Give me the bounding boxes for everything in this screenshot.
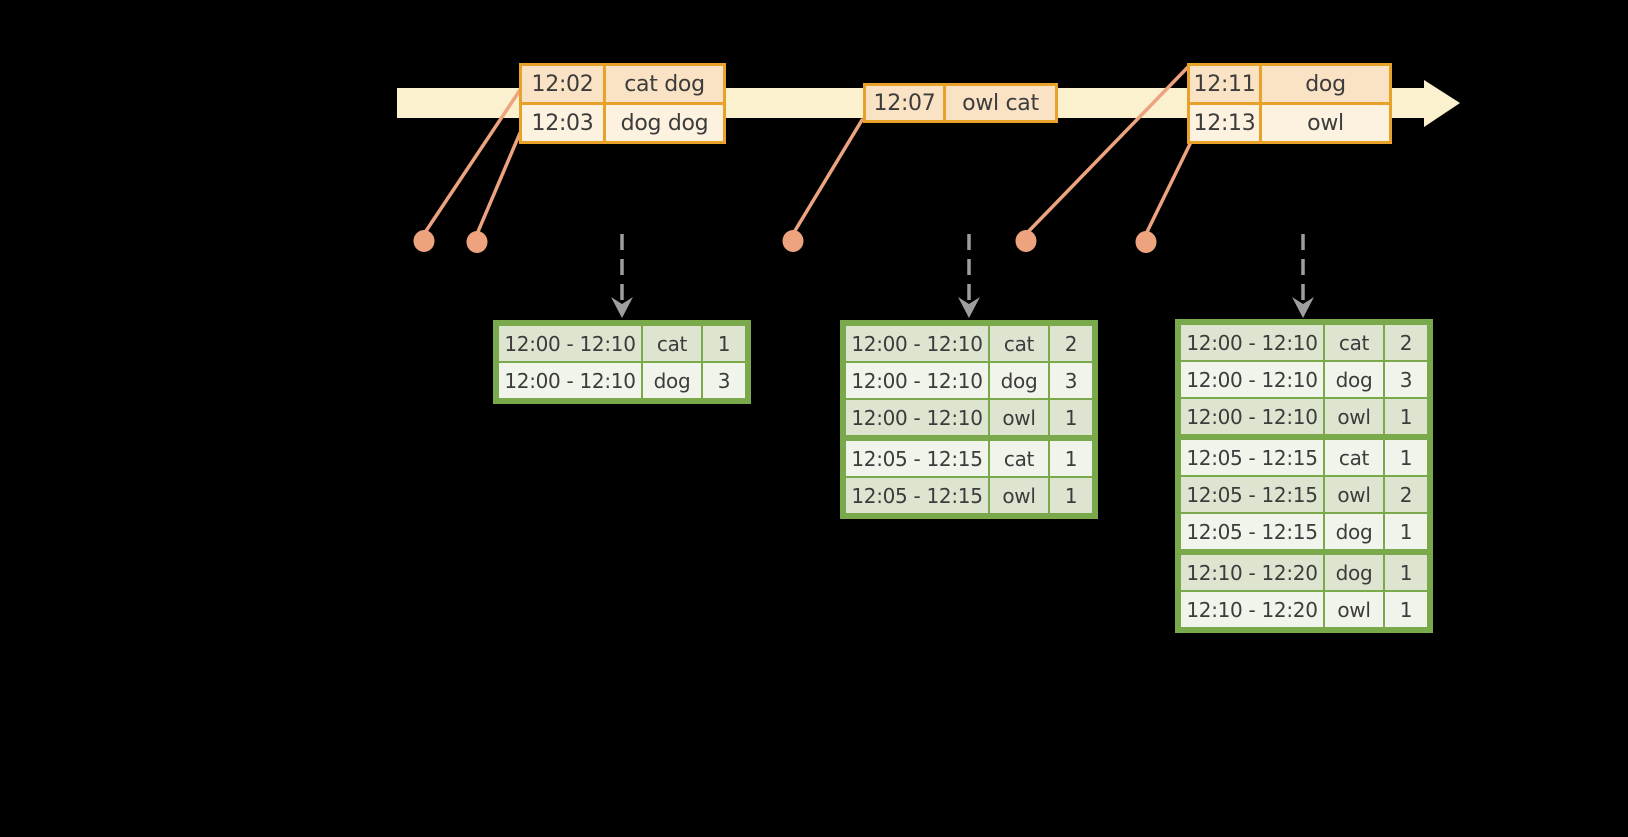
window-cell: 12:00 - 12:10 <box>499 326 641 361</box>
event-words-cell: owl cat <box>946 86 1055 120</box>
count-cell: 1 <box>1383 592 1427 627</box>
timeline-arrowhead-icon <box>1424 80 1460 127</box>
trigger-arrowhead-icon-2 <box>958 297 980 318</box>
window-cell: 12:00 - 12:10 <box>846 400 988 435</box>
window-cell: 12:00 - 12:10 <box>846 326 988 361</box>
event-dot-1202 <box>413 230 435 252</box>
word-cell: owl <box>1323 592 1383 627</box>
event-words-cell: dog dog <box>606 105 723 141</box>
event-dots <box>413 230 1157 253</box>
event-time-cell: 12:11 <box>1190 66 1262 102</box>
count-cell: 3 <box>1383 362 1427 397</box>
trigger-arrowhead-icon-3 <box>1292 297 1314 318</box>
word-cell: cat <box>988 441 1048 476</box>
connector-line-1211 <box>1024 65 1190 236</box>
word-cell: cat <box>1323 440 1383 475</box>
count-cell: 1 <box>1383 514 1427 549</box>
count-cell: 1 <box>1383 555 1427 590</box>
word-cell: owl <box>1323 399 1383 434</box>
count-cell: 1 <box>701 326 745 361</box>
count-cell: 1 <box>1048 400 1092 435</box>
count-cell: 2 <box>1048 326 1092 361</box>
word-cell: owl <box>988 478 1048 513</box>
word-cell: cat <box>641 326 701 361</box>
window-cell: 12:00 - 12:10 <box>1181 362 1323 397</box>
event-words-cell: owl <box>1262 105 1389 141</box>
word-cell: dog <box>1323 555 1383 590</box>
window-cell: 12:00 - 12:10 <box>1181 325 1323 360</box>
word-cell: dog <box>988 363 1048 398</box>
window-cell: 12:00 - 12:10 <box>1181 399 1323 434</box>
word-cell: owl <box>988 400 1048 435</box>
trigger-arrows <box>620 234 1305 300</box>
word-cell: owl <box>1323 477 1383 512</box>
word-cell: dog <box>1323 362 1383 397</box>
event-words-cell: dog <box>1262 66 1389 102</box>
event-dot-1203 <box>466 231 488 253</box>
connector-line-1203 <box>475 131 522 236</box>
word-cell: cat <box>988 326 1048 361</box>
connector-line-1202 <box>422 88 522 236</box>
window-cell: 12:05 - 12:15 <box>1181 514 1323 549</box>
event-time-cell: 12:13 <box>1190 105 1262 141</box>
window-cell: 12:05 - 12:15 <box>1181 477 1323 512</box>
event-dot-1207 <box>782 230 804 252</box>
event-time-cell: 12:02 <box>522 66 606 102</box>
event-time-cell: 12:07 <box>866 86 946 120</box>
window-cell: 12:00 - 12:10 <box>499 363 641 398</box>
count-cell: 1 <box>1048 441 1092 476</box>
count-cell: 1 <box>1383 399 1427 434</box>
count-cell: 3 <box>701 363 745 398</box>
count-cell: 2 <box>1383 477 1427 512</box>
connector-lines <box>422 65 1192 236</box>
word-cell: dog <box>1323 514 1383 549</box>
window-cell: 12:05 - 12:15 <box>1181 440 1323 475</box>
trigger-arrowheads <box>611 297 1314 318</box>
event-dot-1211 <box>1015 230 1037 252</box>
event-time-cell: 12:03 <box>522 105 606 141</box>
window-cell: 12:05 - 12:15 <box>846 441 988 476</box>
event-dot-1213 <box>1135 231 1157 253</box>
window-cell: 12:10 - 12:20 <box>1181 592 1323 627</box>
connector-line-1207 <box>791 118 864 236</box>
window-cell: 12:00 - 12:10 <box>846 363 988 398</box>
count-cell: 2 <box>1383 325 1427 360</box>
event-words-cell: cat dog <box>606 66 723 102</box>
count-cell: 1 <box>1048 478 1092 513</box>
count-cell: 1 <box>1383 440 1427 475</box>
window-cell: 12:10 - 12:20 <box>1181 555 1323 590</box>
word-cell: dog <box>641 363 701 398</box>
window-cell: 12:05 - 12:15 <box>846 478 988 513</box>
trigger-arrowhead-icon-1 <box>611 297 633 318</box>
count-cell: 3 <box>1048 363 1092 398</box>
connector-line-1213 <box>1144 142 1192 236</box>
word-cell: cat <box>1323 325 1383 360</box>
